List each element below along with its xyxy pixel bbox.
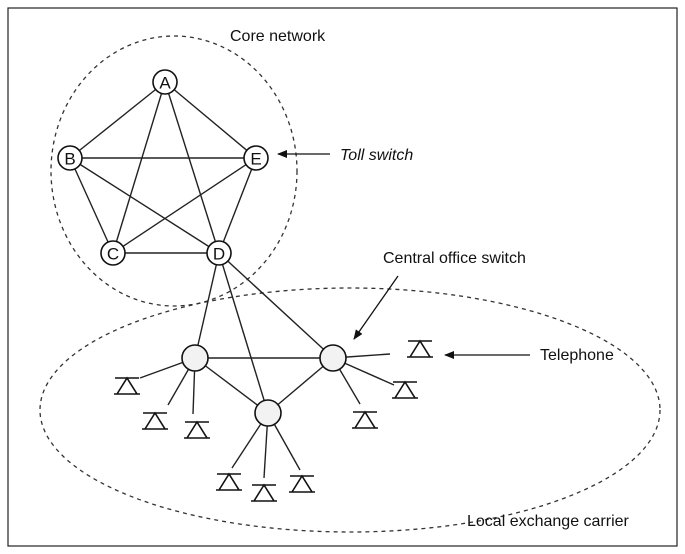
node-d-label: D (213, 245, 225, 264)
core-network-label: Core network (230, 28, 326, 45)
node-b-label: B (64, 150, 75, 169)
node-c-label: C (107, 245, 119, 264)
node-c: C (100, 240, 126, 266)
central-office-switch-2 (319, 344, 347, 372)
trunk-edges (194, 252, 334, 414)
node-d: D (206, 240, 232, 266)
telephone-label: Telephone (540, 347, 614, 364)
node-e-label: E (250, 150, 261, 169)
local-exchange-carrier-label: Local exchange carrier (467, 513, 630, 530)
toll-switch-label: Toll switch (340, 147, 413, 164)
central-office-switch-label: Central office switch (383, 250, 526, 267)
telephone-icon (352, 410, 378, 429)
node-b: B (57, 145, 83, 171)
local-exchange-boundary (39, 287, 661, 533)
telephone-icon (114, 376, 140, 395)
node-a: A (152, 69, 178, 95)
core-mesh-edges (69, 81, 257, 254)
central-office-switch-1 (181, 344, 209, 372)
core-network-boundary (50, 35, 298, 307)
telephones (114, 339, 433, 502)
telephone-icon (142, 411, 168, 430)
central-office-switch-3 (254, 399, 282, 427)
node-e: E (243, 145, 269, 171)
telephone-icon (251, 483, 277, 502)
central-office-arrow (353, 275, 399, 340)
node-a-label: A (159, 74, 171, 93)
telephone-icon (184, 420, 210, 439)
telephone-icon (216, 472, 242, 491)
telephone-icon (392, 380, 418, 399)
figure-frame (7, 7, 678, 547)
telephone-icon (289, 474, 315, 493)
telephone-icon (407, 339, 433, 358)
